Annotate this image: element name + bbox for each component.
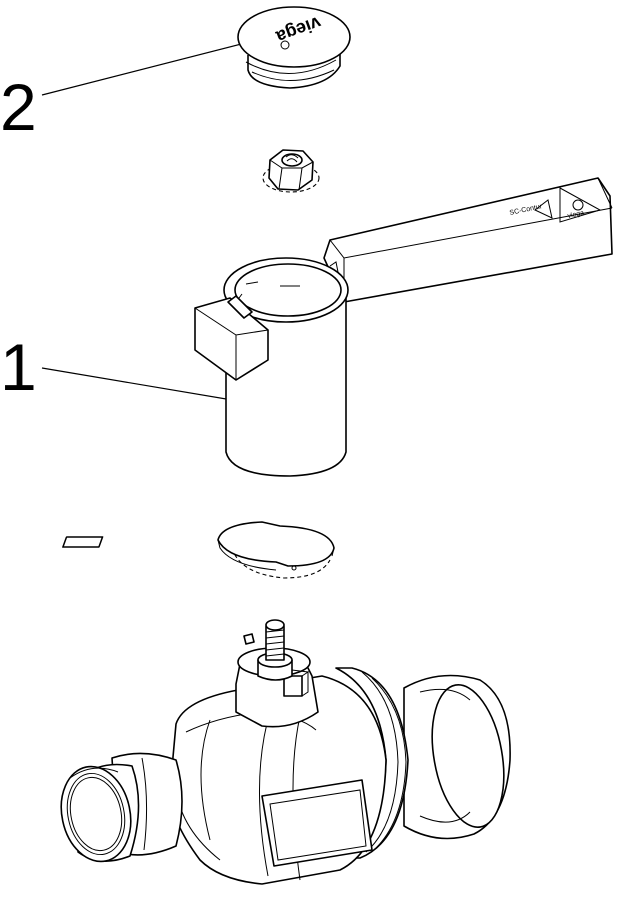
valve-label-panel	[261, 779, 373, 867]
handle-triangle-mark-small	[534, 199, 553, 219]
handle-logo-text: viega	[567, 210, 585, 220]
hex-nut	[262, 149, 320, 193]
stop-washer	[62, 521, 335, 579]
cap-logo-mark	[280, 40, 290, 50]
callout-2-number: 2	[0, 70, 37, 144]
handle-triangle-mark	[559, 187, 602, 223]
valve-body	[60, 619, 511, 885]
lever-handle: SC-Contur viega	[194, 177, 613, 477]
callout-1-number: 1	[0, 330, 37, 404]
stem-stop-lug	[283, 675, 303, 697]
cap: viega	[237, 6, 351, 89]
callout-1-leader-line	[41, 367, 245, 403]
callout-2-leader-line	[41, 37, 266, 96]
